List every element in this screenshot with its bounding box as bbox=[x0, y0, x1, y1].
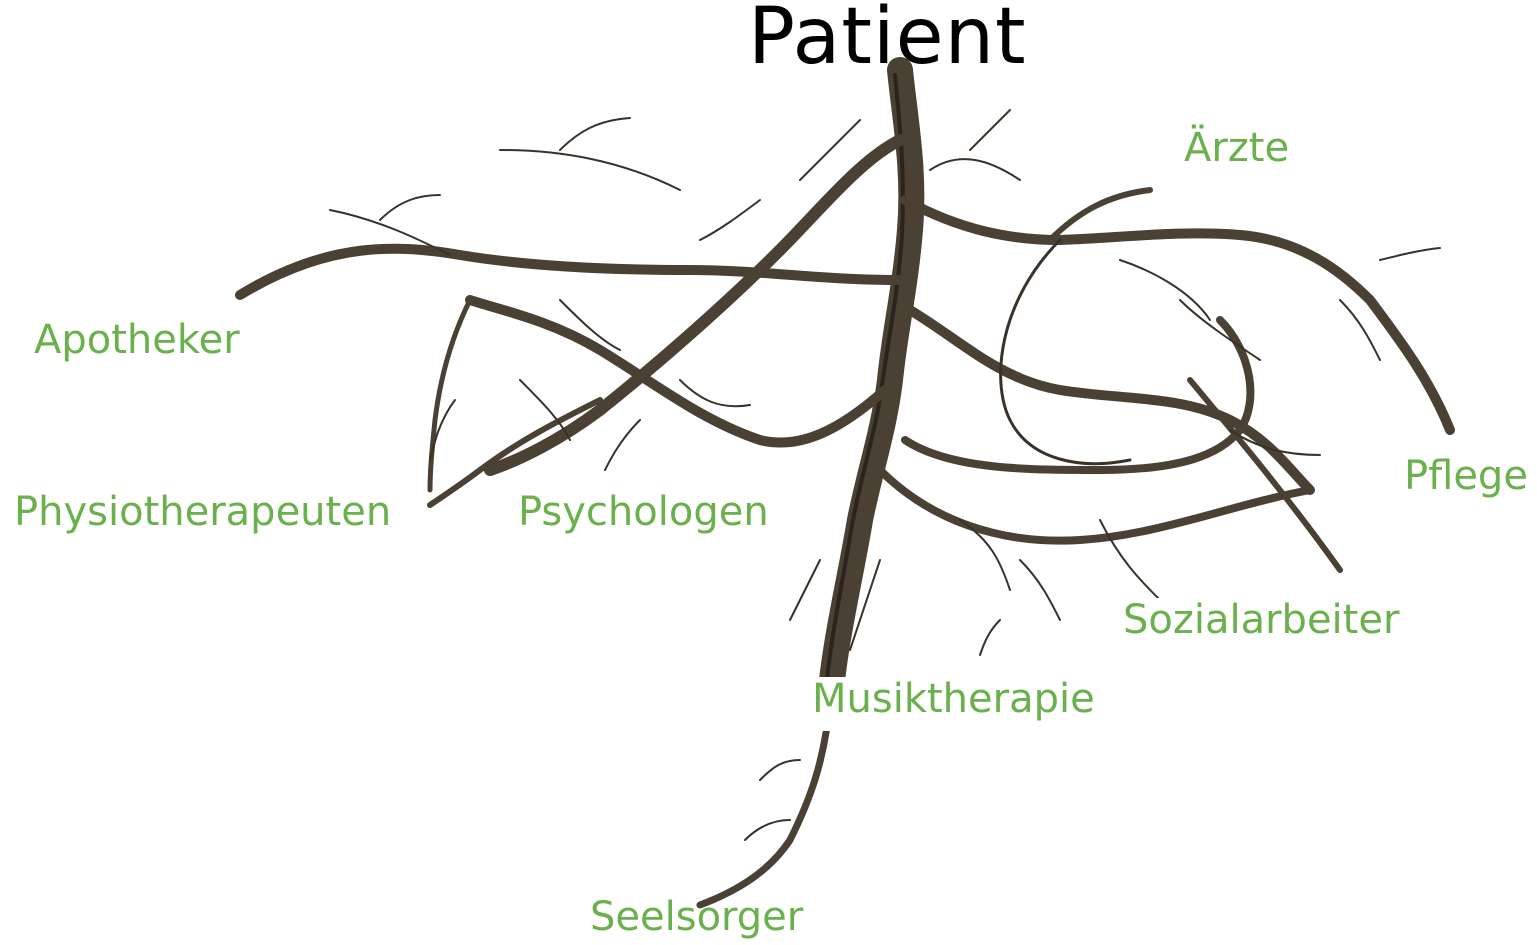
label-pflege: Pflege bbox=[1396, 454, 1536, 508]
label-physiotherapeuten: Physiotherapeuten bbox=[6, 490, 399, 544]
label-musiktherapie: Musiktherapie bbox=[804, 677, 1103, 731]
label-sozialarbeiter: Sozialarbeiter bbox=[1115, 598, 1407, 652]
label-apotheker: Apotheker bbox=[26, 318, 248, 372]
label-aerzte: Ärzte bbox=[1176, 126, 1297, 180]
root-right-fine-1 bbox=[1001, 240, 1130, 464]
label-seelsorger: Seelsorger bbox=[590, 897, 803, 937]
root-right-upper bbox=[905, 200, 1450, 430]
label-psychologen: Psychologen bbox=[510, 490, 777, 544]
root-right-low bbox=[880, 470, 1310, 541]
root-left-upper bbox=[240, 249, 900, 295]
page-title: Patient bbox=[748, 0, 1027, 76]
root-right-sozial bbox=[1190, 380, 1340, 570]
root-mid-left bbox=[470, 300, 885, 443]
root-left-hanging bbox=[430, 300, 470, 490]
